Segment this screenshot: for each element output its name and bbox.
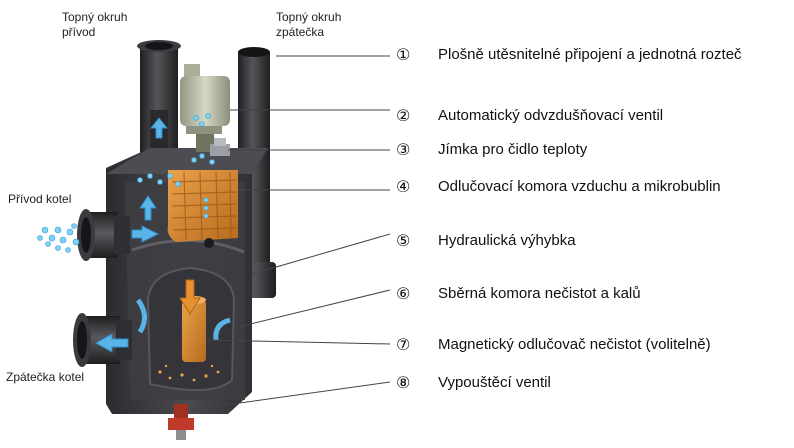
- legend-text: Automatický odvzdušňovací ventil: [438, 106, 664, 124]
- legend-text: Sběrná komora nečistot a kalů: [438, 284, 641, 302]
- legend-number: ①: [396, 44, 411, 64]
- legend-text: Hydraulická výhybka: [438, 231, 576, 249]
- drain-valve: [168, 404, 194, 440]
- legend-number: ⑤: [396, 230, 411, 250]
- legend-text: Magnetický odlučovač nečistot (volitelně…: [438, 335, 711, 353]
- legend-text: Vypouštěcí ventil: [438, 373, 551, 391]
- legend-item-6: ⑥ Sběrná komora nečistot a kalů: [396, 282, 641, 304]
- legend-item-8: ⑧ Vypouštěcí ventil: [396, 371, 551, 393]
- temperature-sensor-well: [210, 138, 230, 156]
- leader-lines: [189, 55, 391, 411]
- legend-number: ⑦: [396, 334, 411, 354]
- label-heating-return: Topný okruh zpátečka: [276, 10, 342, 39]
- legend-item-3: ③ Jímka pro čidlo teploty: [396, 138, 587, 160]
- legend-item-2: ② Automatický odvzdušňovací ventil: [396, 104, 663, 126]
- legend-item-4: ④ Odlučovací komora vzduchu a mikrobubli…: [396, 175, 721, 197]
- air-bubbles: [37, 113, 215, 253]
- label-boiler-supply: Přívod kotel: [8, 192, 72, 206]
- air-separation-chamber: [167, 170, 238, 248]
- label-boiler-return: Zpátečka kotel: [6, 370, 85, 384]
- label-heating-supply: Topný okruh přívod: [62, 10, 128, 39]
- legend-text: Jímka pro čidlo teploty: [438, 140, 588, 158]
- legend-text: Odlučovací komora vzduchu a mikrobublin: [438, 177, 721, 195]
- legend-number: ③: [396, 139, 411, 159]
- magnet-flow-arrow: [179, 279, 201, 315]
- legend-number: ⑧: [396, 372, 411, 392]
- legend-number: ⑥: [396, 283, 411, 303]
- legend-number: ④: [396, 176, 411, 196]
- flow-arrows: [94, 117, 231, 353]
- boiler-supply-inlet: [77, 209, 130, 261]
- legend-number: ②: [396, 105, 411, 125]
- legend-text: Plošně utěsnitelné připojení a jednotná …: [438, 45, 742, 63]
- legend-item-5: ⑤ Hydraulická výhybka: [396, 229, 576, 251]
- automatic-air-vent: [180, 64, 230, 152]
- legend-item-1: ① Plošně utěsnitelné připojení a jednotn…: [396, 43, 742, 65]
- legend-item-7: ⑦ Magnetický odlučovač nečistot (volitel…: [396, 333, 711, 355]
